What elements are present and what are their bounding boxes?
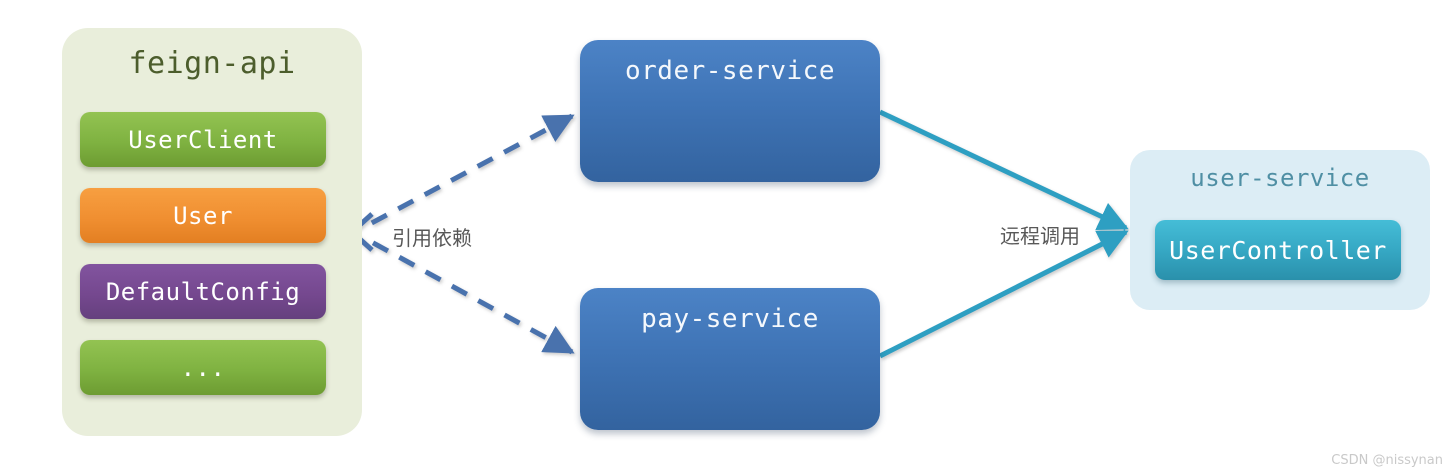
edge-dependency-pay bbox=[366, 237, 575, 355]
panel-title: user-service bbox=[1190, 164, 1370, 192]
watermark: CSDN @nissynan bbox=[1331, 453, 1443, 468]
service-box-pay-service[interactable]: pay-service bbox=[580, 288, 880, 430]
edge-rpc-pay bbox=[878, 229, 1129, 359]
package-item-label: User bbox=[173, 201, 233, 230]
edge-rpc-order bbox=[878, 109, 1129, 231]
package-item-label: UserClient bbox=[128, 125, 278, 154]
package-item-defaultconfig[interactable]: DefaultConfig bbox=[80, 264, 326, 319]
package-title: feign-api bbox=[128, 46, 296, 81]
component-usercontroller[interactable]: UserController bbox=[1155, 220, 1401, 280]
package-card-feign-api: feign-api UserClient User DefaultConfig … bbox=[62, 28, 362, 436]
package-item-user[interactable]: User bbox=[80, 188, 326, 243]
component-label: UserController bbox=[1169, 235, 1387, 265]
edge-label-remote-call: 远程调用 bbox=[1000, 224, 1080, 248]
package-item-label: DefaultConfig bbox=[105, 277, 301, 306]
service-panel-user-service: user-service UserController bbox=[1130, 150, 1430, 310]
edge-dependency-order bbox=[366, 113, 575, 228]
package-item-more[interactable]: ... bbox=[80, 340, 326, 395]
package-item-userclient[interactable]: UserClient bbox=[80, 112, 326, 167]
service-label: order-service bbox=[625, 56, 835, 86]
package-item-label: ... bbox=[180, 353, 226, 382]
service-label: pay-service bbox=[641, 304, 819, 334]
service-box-order-service[interactable]: order-service bbox=[580, 40, 880, 182]
edge-label-dependency: 引用依赖 bbox=[392, 226, 472, 250]
